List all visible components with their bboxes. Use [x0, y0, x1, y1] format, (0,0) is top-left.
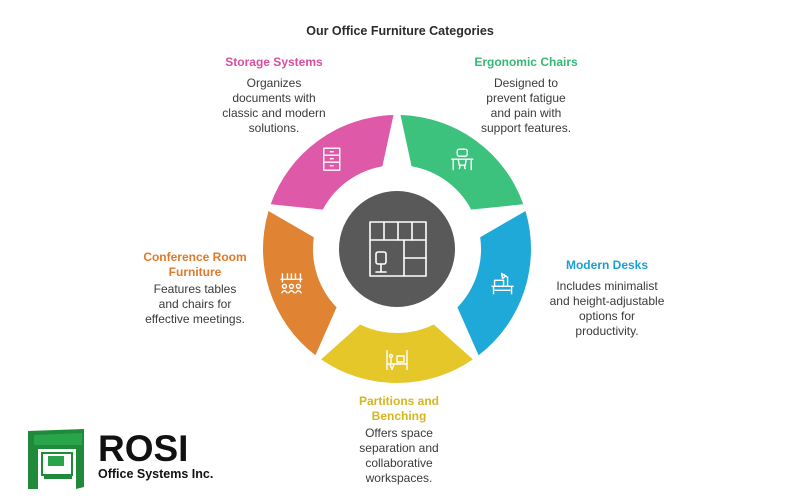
logo-text: ROSI Office Systems Inc. — [98, 428, 214, 482]
label-conference: Conference Room Furniture Features table… — [136, 250, 254, 327]
segment-chairs — [400, 115, 524, 210]
storage-title: Storage Systems — [225, 55, 323, 69]
desk-lamp-icon — [491, 272, 514, 295]
label-desks: Modern Desks Includes minimalist and hei… — [548, 258, 666, 339]
meeting-icon — [280, 273, 303, 294]
chair-desk-icon — [451, 148, 474, 171]
logo-subtitle: Office Systems Inc. — [98, 467, 214, 481]
conference-desc: Features tables and chairs for effective… — [145, 282, 245, 326]
logo-name: ROSI — [98, 428, 189, 469]
segment-partitions — [321, 324, 473, 383]
label-storage: Storage Systems Organizes documents with… — [210, 55, 338, 136]
chairs-desc: Designed to prevent fatigue and pain wit… — [480, 76, 572, 135]
storage-desc: Organizes documents with classic and mod… — [222, 76, 326, 135]
label-chairs: Ergonomic Chairs Designed to prevent fat… — [462, 55, 590, 136]
center-circle — [339, 191, 455, 307]
office-layout-icon — [369, 221, 427, 277]
desks-title: Modern Desks — [565, 258, 649, 272]
rosi-logo-icon — [28, 429, 84, 489]
partitions-title: Partitions and Benching — [358, 394, 439, 423]
desks-desc: Includes minimalist and height-adjustabl… — [549, 279, 665, 338]
label-partitions: Partitions and Benching Offers space sep… — [340, 394, 458, 486]
cabinet-icon — [323, 147, 341, 171]
diagram-title: Our Office Furniture Categories — [306, 24, 494, 38]
chairs-title: Ergonomic Chairs — [474, 55, 578, 69]
workstation-icon — [386, 350, 408, 371]
partitions-desc: Offers space separation and collaborativ… — [359, 426, 439, 485]
segment-conference — [263, 210, 337, 356]
conference-title: Conference Room Furniture — [143, 250, 247, 279]
